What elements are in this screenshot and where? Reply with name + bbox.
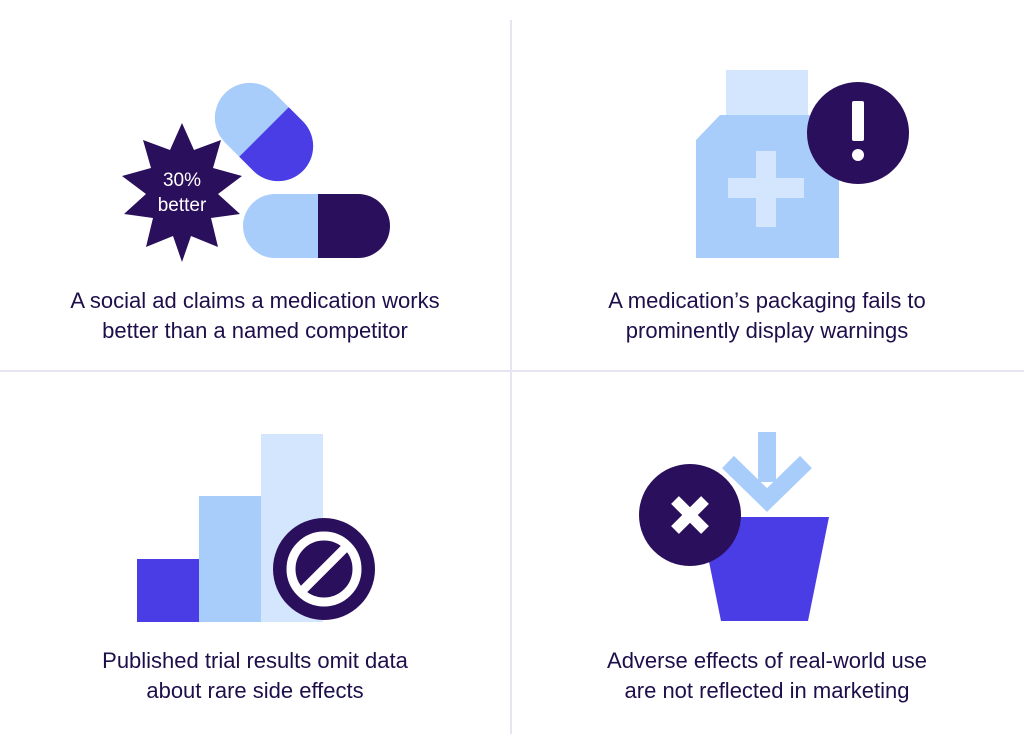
panel-caption: A social ad claims a medication works be… — [0, 286, 510, 346]
chart-illustration — [137, 434, 375, 622]
badge-label: better — [158, 195, 207, 216]
caption-line: Adverse effects of real-world use — [607, 648, 927, 673]
caption-line: about rare side effects — [146, 678, 364, 703]
caption-line: Published trial results omit data — [102, 648, 408, 673]
exclamation-icon — [807, 82, 909, 184]
caption-line: better than a named competitor — [102, 318, 408, 343]
panel-real-world-effects: Adverse effects of real-world use are no… — [512, 372, 1022, 742]
panel-caption: Adverse effects of real-world use are no… — [512, 646, 1022, 706]
capsule-icon — [243, 194, 390, 258]
vertical-divider — [510, 20, 512, 734]
pills-illustration: 30% better — [122, 82, 390, 262]
medicine-bottle-icon — [696, 70, 839, 258]
starburst-badge-icon: 30% better — [122, 123, 242, 262]
caption-line: A social ad claims a medication works — [70, 288, 440, 313]
bottle-illustration — [696, 70, 909, 258]
panel-caption: A medication’s packaging fails to promin… — [512, 286, 1022, 346]
prohibited-icon — [273, 518, 375, 620]
panel-missing-warnings: A medication’s packaging fails to promin… — [512, 0, 1022, 370]
badge-percent: 30% — [163, 170, 201, 191]
down-arrow-icon — [722, 432, 812, 512]
bucket-illustration — [639, 432, 829, 621]
capsule-icon — [214, 82, 314, 182]
panel-caption: Published trial results omit data about … — [0, 646, 510, 706]
caption-line: prominently display warnings — [625, 318, 909, 343]
horizontal-divider — [0, 370, 1024, 372]
panel-comparative-claim: 30% better A social ad claims a medicati… — [0, 0, 510, 370]
panel-omitted-data: Published trial results omit data about … — [0, 372, 510, 742]
caption-line: are not reflected in marketing — [624, 678, 910, 703]
x-mark-icon — [639, 464, 741, 566]
caption-line: A medication’s packaging fails to — [608, 288, 926, 313]
